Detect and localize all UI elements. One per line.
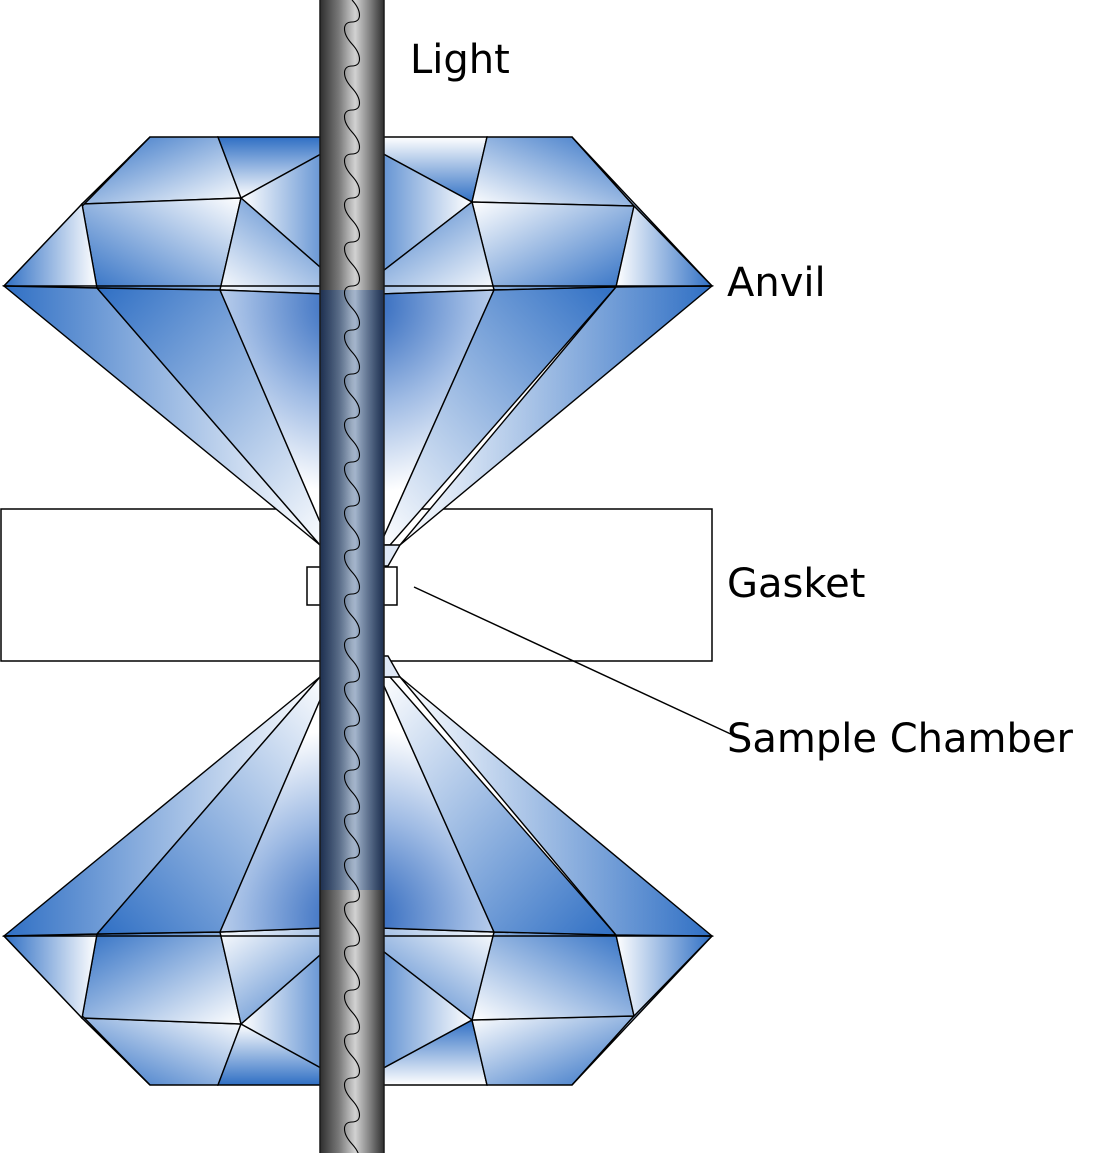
sample-chamber-leader-line: [413, 586, 736, 737]
light-label: Light: [410, 37, 510, 83]
light-beam: [319, 0, 385, 1153]
anvil-label: Anvil: [727, 260, 826, 306]
gasket-label: Gasket: [727, 561, 865, 607]
light-wave: [343, 0, 361, 1153]
anvil-top: [1, 135, 714, 567]
sample-chamber-label: Sample Chamber: [727, 716, 1073, 762]
